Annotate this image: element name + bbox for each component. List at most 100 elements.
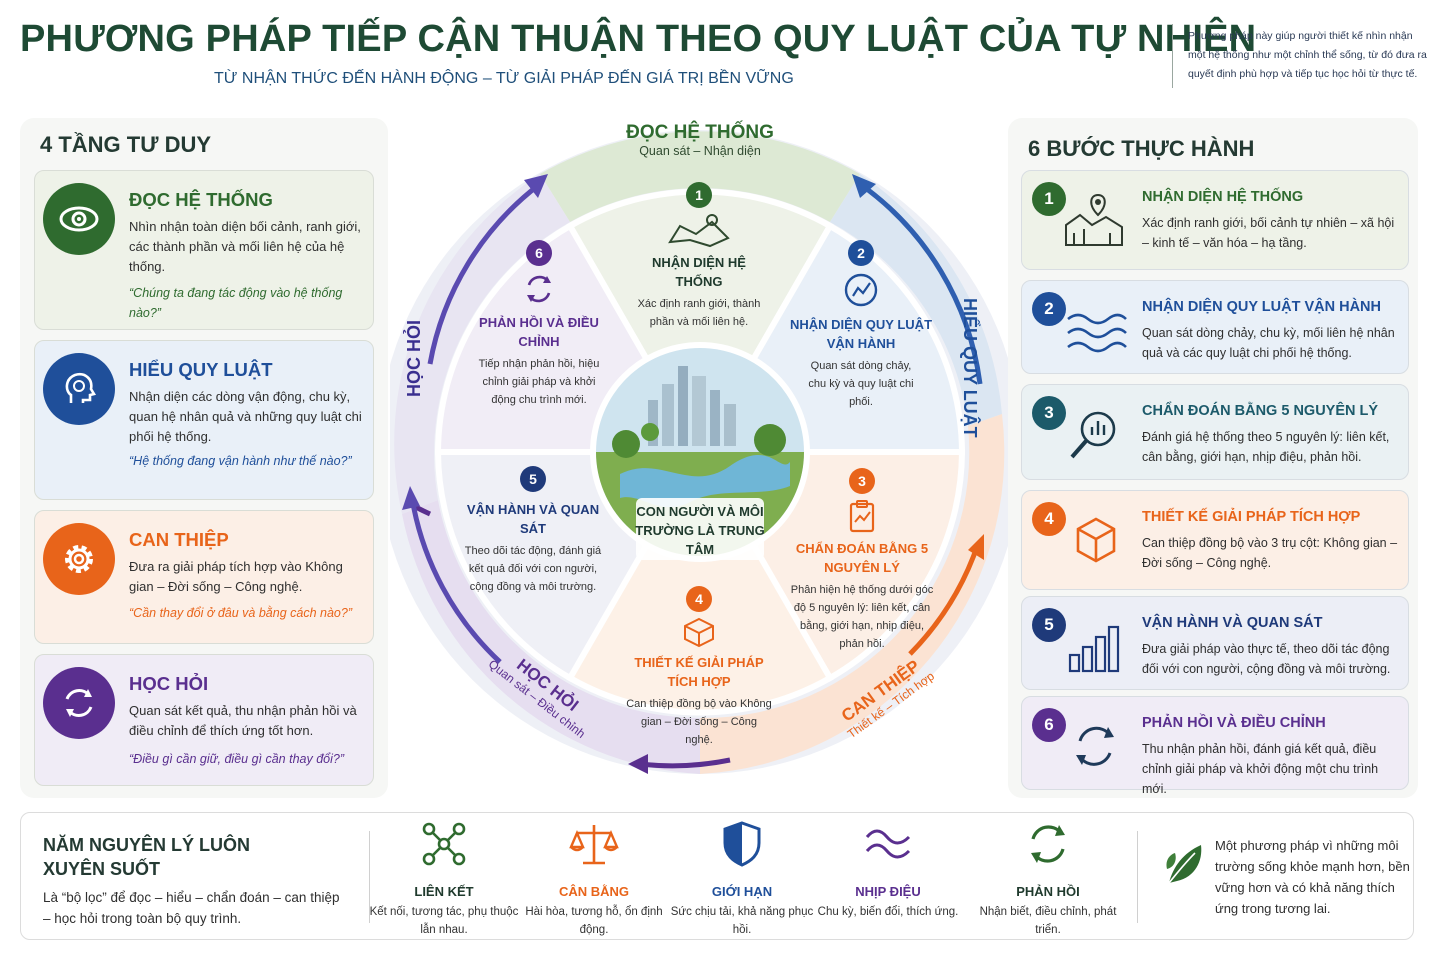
segment-number: 5 — [520, 466, 546, 492]
segment-desc: Tiếp nhận phản hồi, hiệu chỉnh giải pháp… — [478, 358, 600, 406]
wheel-segment-2: 2 NHẬN DIỆN QUY LUẬT VẬN HÀNH Quan sát d… — [786, 240, 936, 411]
segment-desc: Theo dõi tác động, đánh giá kết quả đối … — [464, 545, 602, 593]
step-desc: Đưa giải pháp vào thực tế, theo dõi tác … — [1142, 642, 1391, 676]
principle-title: CÂN BẰNG — [558, 884, 630, 899]
segment-title: PHẢN HỒI VÀ ĐIỀU CHỈNH — [479, 315, 599, 349]
segment-number: 2 — [848, 240, 874, 266]
practice-steps-panel: 6 BƯỚC THỰC HÀNH 1 NHẬN DIỆN HỆ THỐNG Xá… — [1008, 118, 1418, 798]
step-desc: Xác định ranh giới, bối cảnh tự nhiên – … — [1142, 216, 1395, 250]
thinking-card-understand-rules: HIỂU QUY LUẬT Nhận diện các dòng vận độn… — [34, 340, 374, 500]
step-number: 2 — [1032, 292, 1066, 326]
map-pin-icon — [1065, 193, 1123, 246]
segment-number: 6 — [526, 240, 552, 266]
principle-limit: GIỚI HẠN Sức chịu tải, khả năng phục hồi… — [667, 819, 817, 939]
principle-desc: Chu kỳ, biến đổi, thích ứng. — [817, 906, 959, 918]
thinking-card-learn: HỌC HỎI Quan sát kết quả, thu nhận phản … — [34, 654, 374, 786]
refresh-icon — [1031, 825, 1065, 863]
thinking-card-quote: “Chúng ta đang tác động vào hệ thống nào… — [129, 286, 343, 320]
step-desc: Can thiệp đồng bộ vào 3 trụ cột: Không g… — [1142, 536, 1398, 570]
thinking-levels-panel: 4 TẦNG TƯ DUY ĐỌC HỆ THỐNG Nhìn nhận toà… — [20, 118, 388, 798]
step-card-4: 4 THIẾT KẾ GIẢI PHÁP TÍCH HỢP Can thiệp … — [1021, 490, 1409, 590]
wheel-segment-4: 4 THIẾT KẾ GIẢI PHÁP TÍCH HỢP Can thiệp … — [626, 586, 772, 749]
wheel-segment-3: 3 CHẨN ĐOÁN BẰNG 5 NGUYÊN LÝ Phân hiện h… — [782, 468, 942, 653]
rhythm-icon — [865, 829, 911, 859]
wheel-segment-5: 5 VẬN HÀNH VÀ QUAN SÁT Theo dõi tác động… — [460, 466, 606, 596]
principle-desc: Nhận biết, điều chỉnh, phát triển. — [979, 906, 1117, 936]
segment-title: NHẬN DIỆN HỆ THỐNG — [652, 255, 746, 289]
thinking-card-quote: “Điều gì cần giữ, điều gì cần thay đổi?” — [129, 752, 344, 766]
puzzle-cube-icon — [684, 617, 714, 648]
thinking-card-desc: Nhận diện các dòng vận động, chu kỳ, qua… — [129, 389, 362, 444]
principle-link: LIÊN KẾT Kết nối, tương tác, phụ thuộc l… — [369, 819, 519, 939]
principle-feedback: PHẢN HỒI Nhận biết, điều chỉnh, phát tri… — [973, 819, 1123, 939]
leaf-icon — [1166, 845, 1202, 884]
shield-icon — [723, 821, 761, 867]
segment-title: VẬN HÀNH VÀ QUAN SÁT — [466, 502, 600, 536]
thinking-levels-title: 4 TẦNG TƯ DUY — [40, 132, 212, 157]
step-number: 6 — [1032, 708, 1066, 742]
segment-number: 1 — [686, 182, 712, 208]
step-card-3: 3 CHẨN ĐOÁN BẰNG 5 NGUYÊN LÝ Đánh giá hệ… — [1021, 384, 1409, 480]
ring-label-understand-rules: HIỂU QUY LUẬT — [960, 298, 980, 438]
header-note: Phương pháp này giúp người thiết kế nhìn… — [1188, 30, 1427, 80]
step-card-5: 5 VẬN HÀNH VÀ QUAN SÁT Đưa giải pháp vào… — [1021, 596, 1409, 690]
closing-note: Một phương pháp vì những môi trường sống… — [1215, 838, 1410, 916]
segment-title: CHẨN ĐOÁN BẰNG 5 NGUYÊN LÝ — [795, 541, 929, 575]
principle-title: PHẢN HỒI — [1016, 884, 1080, 899]
network-icon — [422, 822, 466, 866]
principle-title: LIÊN KẾT — [414, 884, 474, 899]
thinking-card-desc: Đưa ra giải pháp tích hợp vào Không gian… — [129, 559, 343, 594]
ring-subtitle: Quan sát – Nhận diện — [639, 144, 761, 158]
principle-balance: CÂN BẰNG Hài hòa, tương hỗ, ổn định động… — [519, 819, 669, 939]
thinking-card-title: HỌC HỎI — [129, 673, 209, 694]
step-number: 4 — [1032, 502, 1066, 536]
clipboard-icon — [849, 500, 875, 533]
segment-desc: Can thiệp đồng bộ vào Không gian – Đời s… — [626, 698, 772, 746]
thinking-card-title: CAN THIỆP — [129, 529, 229, 550]
step-title: VẬN HÀNH VÀ QUAN SÁT — [1142, 615, 1323, 631]
segment-number: 4 — [686, 586, 712, 612]
page-title: PHƯƠNG PHÁP TIẾP CẬN THUẬN THEO QUY LUẬT… — [20, 18, 1257, 60]
thinking-card-quote: “Cần thay đổi ở đâu và bằng cách nào?” — [129, 606, 352, 620]
divider — [1137, 831, 1138, 923]
step-number: 1 — [1032, 182, 1066, 216]
cube-icon — [1076, 517, 1116, 563]
thinking-card-title: HIỂU QUY LUẬT — [129, 359, 273, 380]
map-icon — [668, 214, 730, 248]
thinking-card-title: ĐỌC HỆ THỐNG — [129, 189, 273, 210]
eye-icon — [43, 183, 115, 255]
step-number: 3 — [1032, 396, 1066, 430]
principles-strip: NĂM NGUYÊN LÝ LUÔN XUYÊN SUỐT Là “bộ lọc… — [20, 812, 1414, 940]
principle-title: NHỊP ĐIỆU — [855, 884, 921, 899]
principles-desc: Là “bộ lọc” để đọc – hiểu – chẩn đoán – … — [43, 890, 340, 926]
segment-title: NHẬN DIỆN QUY LUẬT VẬN HÀNH — [789, 317, 933, 351]
step-title: NHẬN DIỆN QUY LUẬT VẬN HÀNH — [1142, 299, 1381, 315]
scale-icon — [569, 825, 619, 865]
segment-number: 3 — [849, 468, 875, 494]
cycle-icon — [1076, 726, 1114, 766]
wheel-segment-6: 6 PHẢN HỒI VÀ ĐIỀU CHỈNH Tiếp nhận phản … — [470, 240, 608, 409]
header-divider — [1172, 24, 1173, 88]
waves-icon — [1067, 313, 1127, 353]
thinking-card-intervene: CAN THIỆP Đưa ra giải pháp tích hợp vào … — [34, 510, 374, 644]
practice-steps-title: 6 BƯỚC THỰC HÀNH — [1028, 136, 1255, 161]
bar-chart-icon — [1068, 625, 1120, 673]
segment-desc: Phân hiện hệ thống dưới góc độ 5 nguyên … — [790, 584, 934, 650]
wheel-segment-1: 1 NHẬN DIỆN HỆ THỐNG Xác định ranh giới,… — [634, 182, 764, 331]
wheel-graphic — [390, 130, 1010, 774]
thinking-card-read-system: ĐỌC HỆ THỐNG Nhìn nhận toàn diện bối cản… — [34, 170, 374, 330]
cycle-icon — [527, 275, 551, 303]
segment-desc: Quan sát dòng chảy, chu kỳ và quy luật c… — [808, 360, 914, 408]
principle-desc: Hài hòa, tương hỗ, ổn định động. — [525, 906, 663, 936]
brain-head-icon — [43, 353, 115, 425]
principles-title: NĂM NGUYÊN LÝ LUÔN XUYÊN SUỐT — [43, 835, 250, 879]
principle-title: GIỚI HẠN — [711, 884, 773, 899]
thinking-card-quote: “Hệ thống đang vận hành như thế nào?” — [129, 454, 352, 468]
divider — [369, 831, 370, 923]
principle-rhythm: NHỊP ĐIỆU Chu kỳ, biến đổi, thích ứng. — [813, 819, 963, 921]
ring-label-learn-left: HỌC HỎI — [404, 320, 424, 398]
ring-label-read-system: ĐỌC HỆ THỐNG Quan sát – Nhận diện — [620, 122, 780, 158]
page-subtitle: TỪ NHẬN THỨC ĐẾN HÀNH ĐỘNG – TỪ GIẢI PHÁ… — [214, 70, 794, 87]
thinking-card-desc: Nhìn nhận toàn diện bối cảnh, ranh giới,… — [129, 219, 361, 274]
thinking-card-desc: Quan sát kết quả, thu nhận phản hồi và đ… — [129, 703, 357, 738]
